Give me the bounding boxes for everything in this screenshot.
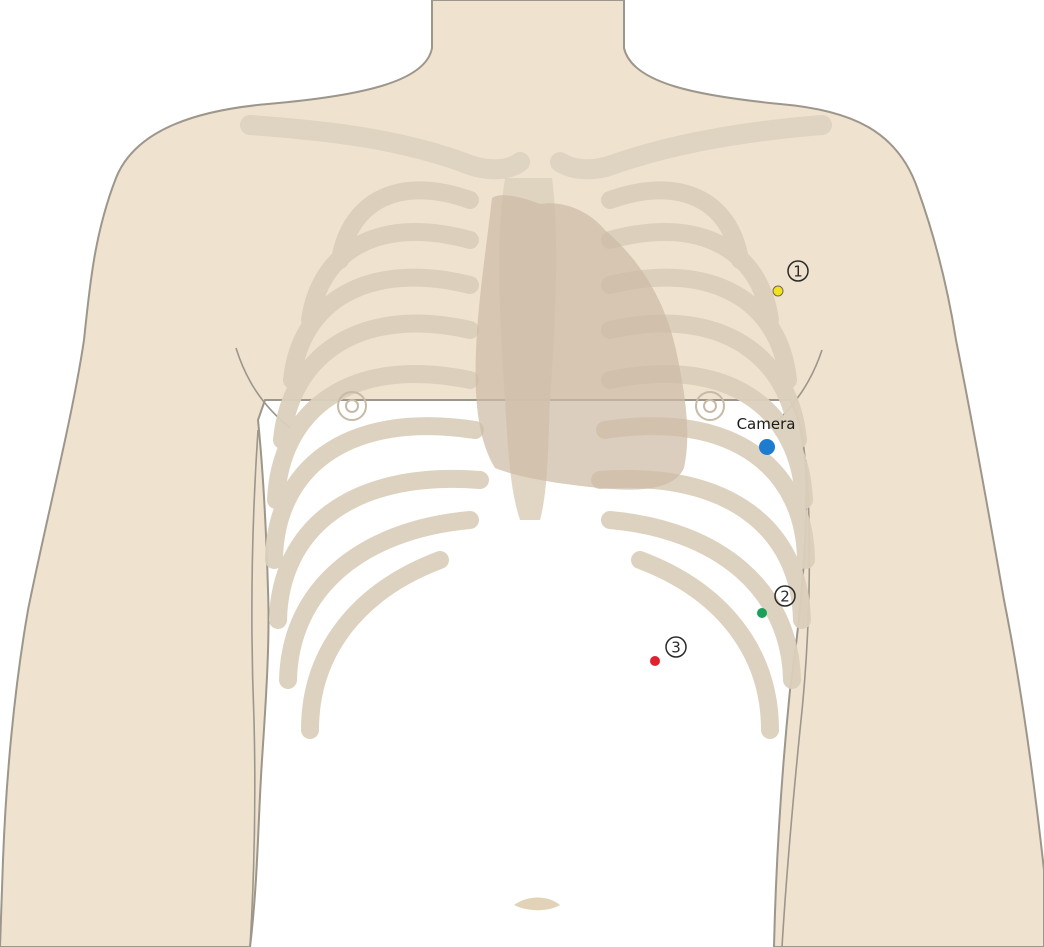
camera-dot — [759, 439, 775, 455]
port-2-number: 2 — [780, 588, 790, 606]
port-3-number: 3 — [671, 639, 681, 657]
camera-label: Camera — [737, 415, 796, 433]
port-1-number: 1 — [793, 263, 803, 281]
port-2-dot — [757, 608, 767, 618]
port-3-dot — [650, 656, 660, 666]
port-1-dot — [773, 286, 783, 296]
